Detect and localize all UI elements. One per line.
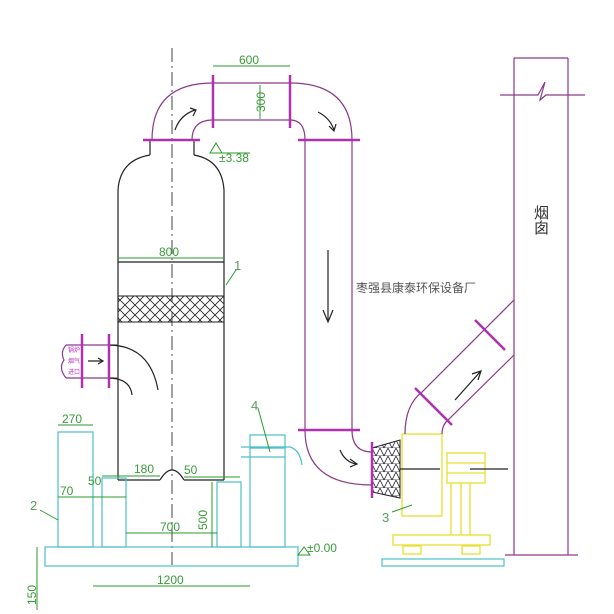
foundation	[44, 431, 303, 567]
packing-layer	[117, 295, 225, 323]
inlet-label-line1: 锅炉	[68, 346, 80, 354]
dim-duct-width: 600	[239, 53, 259, 67]
fan-inlet-cone	[371, 439, 401, 499]
inlet-duct: 锅炉 烟气 进口	[60, 334, 159, 396]
dimension-lines	[36, 65, 311, 610]
part-leaders	[39, 269, 413, 521]
dim-1200: 1200	[157, 573, 184, 587]
outlet-duct	[151, 75, 373, 486]
flow-arrow-icon	[339, 449, 359, 468]
company-name: 枣强县康泰环保设备厂	[356, 280, 476, 295]
scrubber-tower	[117, 138, 225, 481]
dim-tower-diameter: 800	[159, 245, 179, 259]
part-label-1: 1	[234, 258, 241, 273]
flow-arrow-icon	[317, 111, 337, 133]
inlet-label-line3: 进口	[68, 368, 80, 376]
dim-500: 500	[196, 510, 210, 530]
chimney-stack: 烟囱	[500, 57, 585, 556]
dim-150: 150	[25, 585, 39, 605]
dim-180: 180	[134, 462, 154, 476]
flow-arrow-down-icon	[322, 250, 334, 324]
dim-50-left: 50	[88, 474, 102, 488]
induced-draft-fan	[370, 433, 508, 567]
flow-arrow-icon	[454, 370, 482, 401]
dim-duct-height: 300	[254, 92, 268, 112]
fan-outlet-duct	[404, 299, 515, 435]
dim-70: 70	[60, 484, 74, 498]
part-label-3: 3	[382, 510, 389, 525]
part-label-2: 2	[30, 498, 37, 513]
elevation-ground: ±0.00	[307, 541, 337, 555]
dim-pier-width: 270	[62, 412, 82, 426]
dim-700: 700	[160, 520, 180, 534]
break-line-icon	[500, 81, 585, 102]
stack-label: 烟囱	[532, 205, 550, 235]
inlet-label-line2: 烟气	[68, 357, 80, 365]
flow-arrow-icon	[174, 107, 197, 131]
elevation-top: ±3.38	[219, 151, 249, 165]
flow-arrow-icon	[88, 357, 105, 365]
dim-50-right: 50	[184, 463, 198, 477]
part-label-4: 4	[251, 398, 258, 413]
